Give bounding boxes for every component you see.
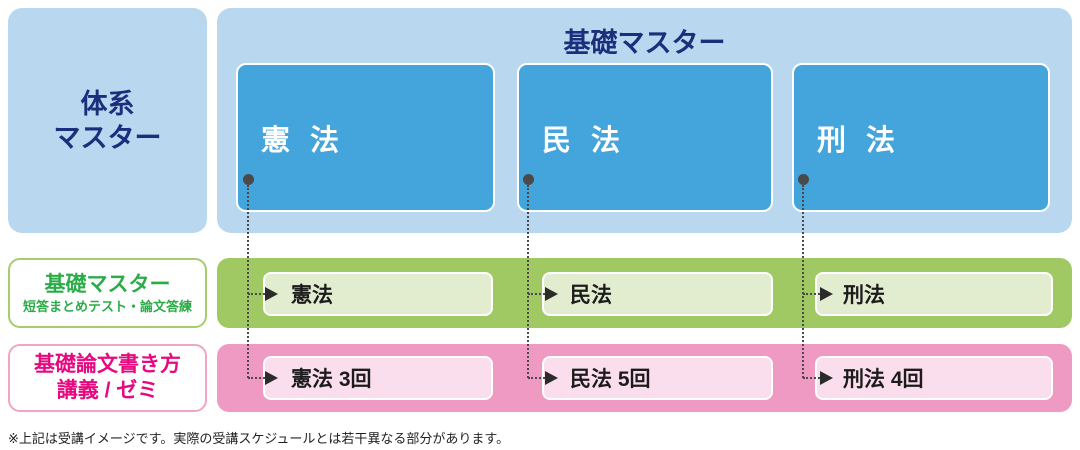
subject-box-kenpo: 憲 法 (236, 63, 495, 212)
dotted-line-horizontal (248, 377, 265, 379)
connector-origin-dot (523, 174, 534, 185)
connector-origin-dot (798, 174, 809, 185)
green-item-kenpo-label: 憲法 (291, 284, 333, 307)
pink-row-label-title: 基礎論文書き方 (34, 353, 181, 376)
green-item-minpo-label: 民法 (570, 284, 612, 307)
connector-origin-dot (243, 174, 254, 185)
pink-item-kenpo-label: 憲法 3回 (291, 368, 372, 391)
dotted-line-horizontal (248, 293, 265, 295)
green-row-label-subtitle: 短答まとめテスト・論文答練 (22, 298, 192, 314)
arrow-right-icon (545, 287, 558, 301)
arrow-right-icon (545, 371, 558, 385)
subject-box-minpo: 民 法 (517, 63, 773, 212)
dotted-line-horizontal (528, 377, 545, 379)
arrow-right-icon (265, 371, 278, 385)
dotted-line-horizontal (803, 377, 820, 379)
green-item-kenpo: 憲法 (263, 272, 493, 316)
taikei-master-box: 体系 マスター (8, 8, 207, 233)
dotted-line-vertical (527, 185, 529, 378)
dotted-line-horizontal (803, 293, 820, 295)
footnote: ※上記は受講イメージです。実際の受講スケジュールとは若干異なる部分があります。 (8, 431, 510, 446)
pink-row-label-box: 基礎論文書き方 講義 / ゼミ (8, 344, 207, 412)
pink-item-minpo-label: 民法 5回 (570, 368, 651, 391)
subject-box-kenpo-label: 憲 法 (261, 124, 346, 157)
dotted-line-vertical (247, 185, 249, 378)
subject-box-keiho-label: 刑 法 (817, 124, 902, 157)
green-item-keiho-label: 刑法 (843, 284, 885, 307)
pink-item-kenpo: 憲法 3回 (263, 356, 493, 400)
kiso-master-title: 基礎マスター (563, 28, 726, 58)
arrow-right-icon (820, 371, 833, 385)
pink-item-minpo: 民法 5回 (542, 356, 773, 400)
green-row-label-box: 基礎マスター 短答まとめテスト・論文答練 (8, 258, 207, 328)
arrow-right-icon (265, 287, 278, 301)
pink-item-keiho: 刑法 4回 (815, 356, 1053, 400)
subject-box-keiho: 刑 法 (792, 63, 1050, 212)
green-row-label-title: 基礎マスター (44, 272, 171, 296)
dotted-line-horizontal (528, 293, 545, 295)
taikei-master-label-line1: 体系 (80, 88, 135, 119)
green-item-keiho: 刑法 (815, 272, 1053, 316)
pink-row-label-subtitle: 講義 / ゼミ (56, 379, 159, 402)
subject-box-minpo-label: 民 法 (542, 124, 627, 157)
green-item-minpo: 民法 (542, 272, 773, 316)
dotted-line-vertical (802, 185, 804, 378)
taikei-master-label-line2: マスター (53, 122, 162, 153)
arrow-right-icon (820, 287, 833, 301)
pink-item-keiho-label: 刑法 4回 (843, 368, 924, 391)
